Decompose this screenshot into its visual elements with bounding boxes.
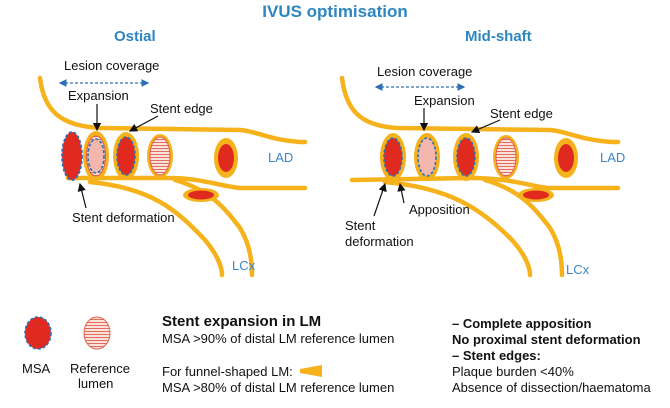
midshaft-stent-edge-pointer bbox=[470, 119, 501, 134]
ostial-stent-edge-pointer bbox=[128, 115, 159, 132]
midshaft-lad-label: LAD bbox=[600, 150, 626, 165]
criteria-line1: MSA >90% of distal LM reference lumen bbox=[162, 331, 395, 346]
midshaft-apposition-pointer bbox=[397, 182, 406, 204]
funnel-shape-icon bbox=[300, 365, 322, 377]
checklist-item5: Absence of dissection/haematoma bbox=[452, 380, 651, 395]
diagram-title: IVUS optimisation bbox=[262, 2, 408, 21]
ostial-stent-msa bbox=[116, 136, 136, 176]
ostial-ref-lumen bbox=[149, 136, 171, 176]
midshaft-stent-msa bbox=[456, 137, 476, 177]
midshaft-lesion-coverage-label: Lesion coverage bbox=[377, 64, 473, 79]
midshaft-lad-lumen bbox=[558, 144, 574, 172]
midshaft-lcx-bottom bbox=[382, 179, 533, 278]
midshaft-ref-lumen bbox=[495, 137, 517, 177]
midshaft-apposition-msa bbox=[383, 137, 403, 177]
checklist-item1: – Complete apposition bbox=[452, 316, 592, 331]
ostial-deformation-pointer bbox=[77, 182, 87, 209]
ostial-msa-deformed bbox=[61, 131, 83, 181]
ostial-stent-edge-label: Stent edge bbox=[150, 101, 213, 116]
midshaft-lcx-label: LCx bbox=[566, 262, 590, 277]
criteria-line2: For funnel-shaped LM: bbox=[162, 364, 293, 379]
ostial-expansion-label: Expansion bbox=[68, 88, 129, 103]
legend-msa-symbol bbox=[24, 316, 52, 350]
legend-reference-label-1: Reference bbox=[70, 361, 130, 376]
midshaft-apposition-label: Apposition bbox=[409, 202, 470, 217]
legend-msa-label: MSA bbox=[22, 361, 51, 376]
ostial-lad-label: LAD bbox=[268, 150, 294, 165]
midshaft-expansion-msa bbox=[417, 137, 437, 177]
midshaft-lcx-top bbox=[482, 177, 565, 278]
criteria-line3: MSA >80% of distal LM reference lumen bbox=[162, 380, 395, 395]
midshaft-stent-deformation-label-2: deformation bbox=[345, 234, 414, 249]
ostial-heading: Ostial bbox=[114, 28, 156, 45]
midshaft-stent-edge-label: Stent edge bbox=[490, 106, 553, 121]
ostial-vessel-bottom bbox=[65, 175, 308, 191]
checklist-item2: No proximal stent deformation bbox=[452, 332, 641, 347]
ostial-lcx-lumen bbox=[188, 190, 214, 200]
midshaft-stent-deformation-label-1: Stent bbox=[345, 218, 376, 233]
midshaft-heading: Mid-shaft bbox=[465, 28, 532, 45]
ostial-stent-deformation-label: Stent deformation bbox=[72, 210, 175, 225]
legend-reference-symbol bbox=[83, 316, 111, 350]
ostial-lad-lumen bbox=[218, 144, 234, 172]
ostial-lcx-label: LCx bbox=[232, 258, 256, 273]
checklist-item4: Plaque burden <40% bbox=[452, 364, 574, 379]
checklist-item3: – Stent edges: bbox=[452, 348, 541, 363]
criteria-heading: Stent expansion in LM bbox=[162, 313, 322, 330]
ostial-expansion-msa bbox=[87, 138, 105, 174]
midshaft-expansion-label: Expansion bbox=[414, 93, 475, 108]
ostial-lesion-coverage-label: Lesion coverage bbox=[64, 58, 160, 73]
legend-reference-label-2: lumen bbox=[78, 376, 114, 391]
midshaft-lcx-lumen bbox=[523, 190, 549, 200]
midshaft-deformation-pointer bbox=[373, 182, 387, 217]
ostial-lcx-bottom bbox=[87, 179, 225, 278]
